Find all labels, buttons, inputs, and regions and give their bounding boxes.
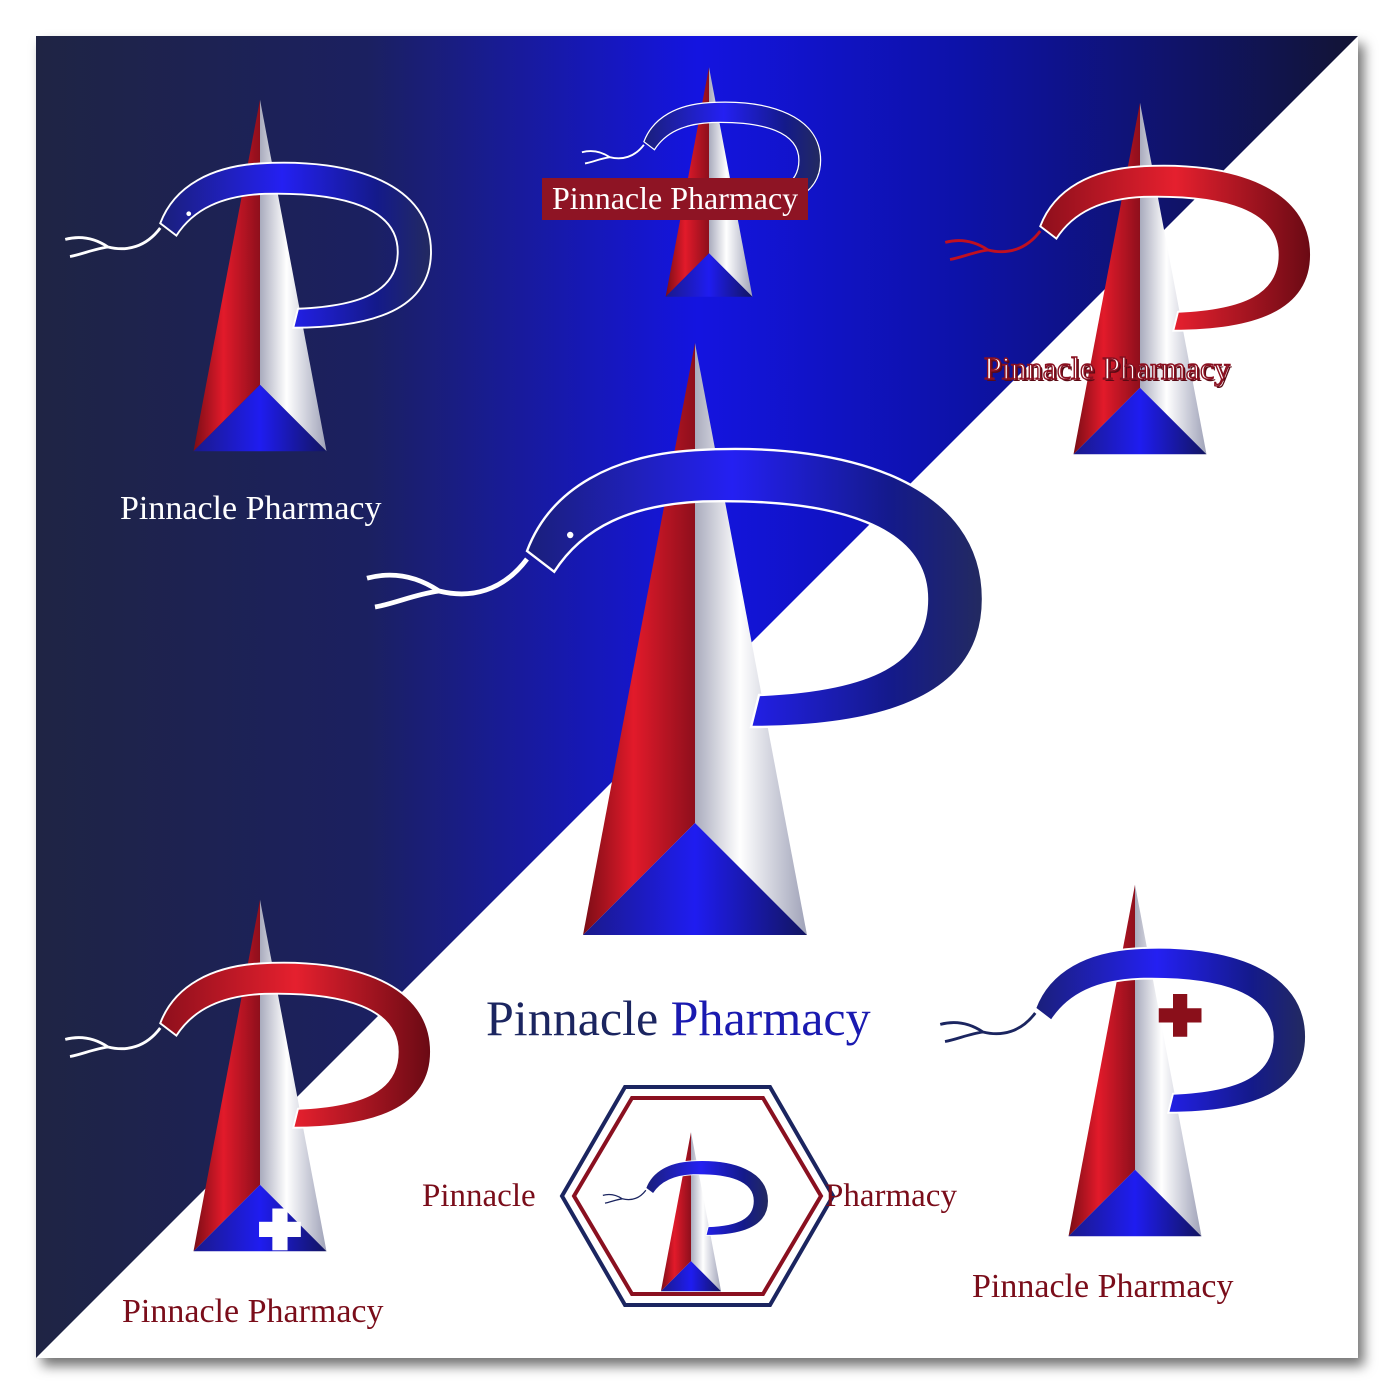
- caption-top-right: Pinnacle Pharmacy: [983, 350, 1231, 386]
- red-cross-icon: [1158, 994, 1202, 1037]
- caption-main: Pinnacle Pharmacy: [486, 993, 871, 1043]
- caption-hexagon-right: Pharmacy: [825, 1178, 957, 1214]
- caption-bottom-right: Pinnacle Pharmacy: [972, 1268, 1234, 1305]
- caption-bottom-left: Pinnacle Pharmacy: [122, 1293, 384, 1330]
- white-cross-icon: [259, 1208, 301, 1251]
- logo-main: [367, 343, 985, 935]
- caption-main-word2: Pharmacy: [670, 990, 871, 1046]
- logo-bottom-left: [63, 899, 432, 1252]
- caption-top-center-banner: Pinnacle Pharmacy: [542, 178, 809, 220]
- caption-top-left: Pinnacle Pharmacy: [120, 490, 382, 527]
- logo-bottom-right: [938, 884, 1307, 1237]
- hexagon-badge: [559, 1085, 836, 1307]
- caption-main-word1: Pinnacle: [486, 990, 659, 1046]
- logo-top-left: [63, 99, 432, 452]
- caption-hexagon-left: Pinnacle: [422, 1178, 536, 1214]
